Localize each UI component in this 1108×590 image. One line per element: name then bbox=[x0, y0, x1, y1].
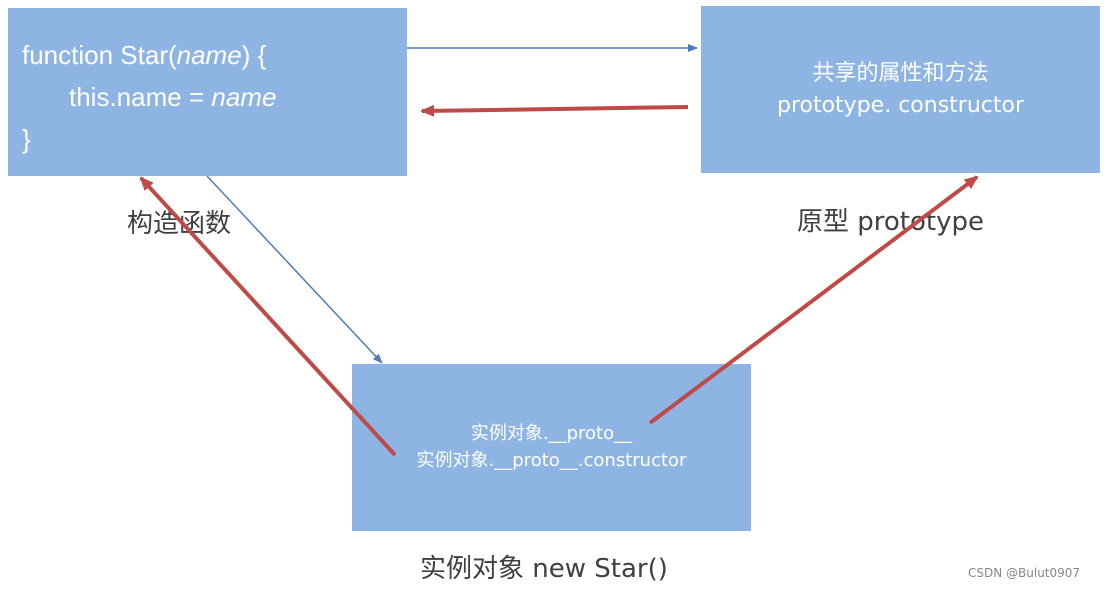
code-text: this.name = bbox=[69, 82, 212, 112]
code-line-1: function Star(name) { bbox=[22, 34, 407, 76]
prototype-box: 共享的属性和方法 prototype. constructor bbox=[701, 6, 1100, 173]
prototype-line-1: 共享的属性和方法 bbox=[812, 61, 989, 86]
watermark: CSDN @Bulut0907 bbox=[968, 566, 1081, 580]
instance-line-1: 实例对象.__proto__ bbox=[470, 423, 633, 444]
instance-label: 实例对象 new Star() bbox=[420, 554, 668, 584]
prototype-line-2: prototype. constructor bbox=[776, 93, 1024, 118]
constructor-arrow bbox=[420, 104, 689, 117]
code-param: name bbox=[211, 82, 277, 112]
code-param: name bbox=[176, 40, 242, 70]
instance-box: 实例对象.__proto__ 实例对象.__proto__.constructo… bbox=[352, 364, 751, 531]
constructor-box: function Star(name) { this.name = name } bbox=[8, 8, 407, 176]
instance-line-2: 实例对象.__proto__.constructor bbox=[416, 450, 687, 471]
code-text: function Star( bbox=[22, 40, 177, 70]
code-line-2: this.name = name bbox=[22, 76, 407, 118]
prototype-label: 原型 prototype bbox=[797, 207, 984, 237]
constructor-label: 构造函数 bbox=[127, 209, 232, 239]
code-text: ) { bbox=[241, 40, 267, 70]
code-line-3: } bbox=[22, 124, 31, 154]
new-instance-arrow bbox=[206, 175, 383, 364]
